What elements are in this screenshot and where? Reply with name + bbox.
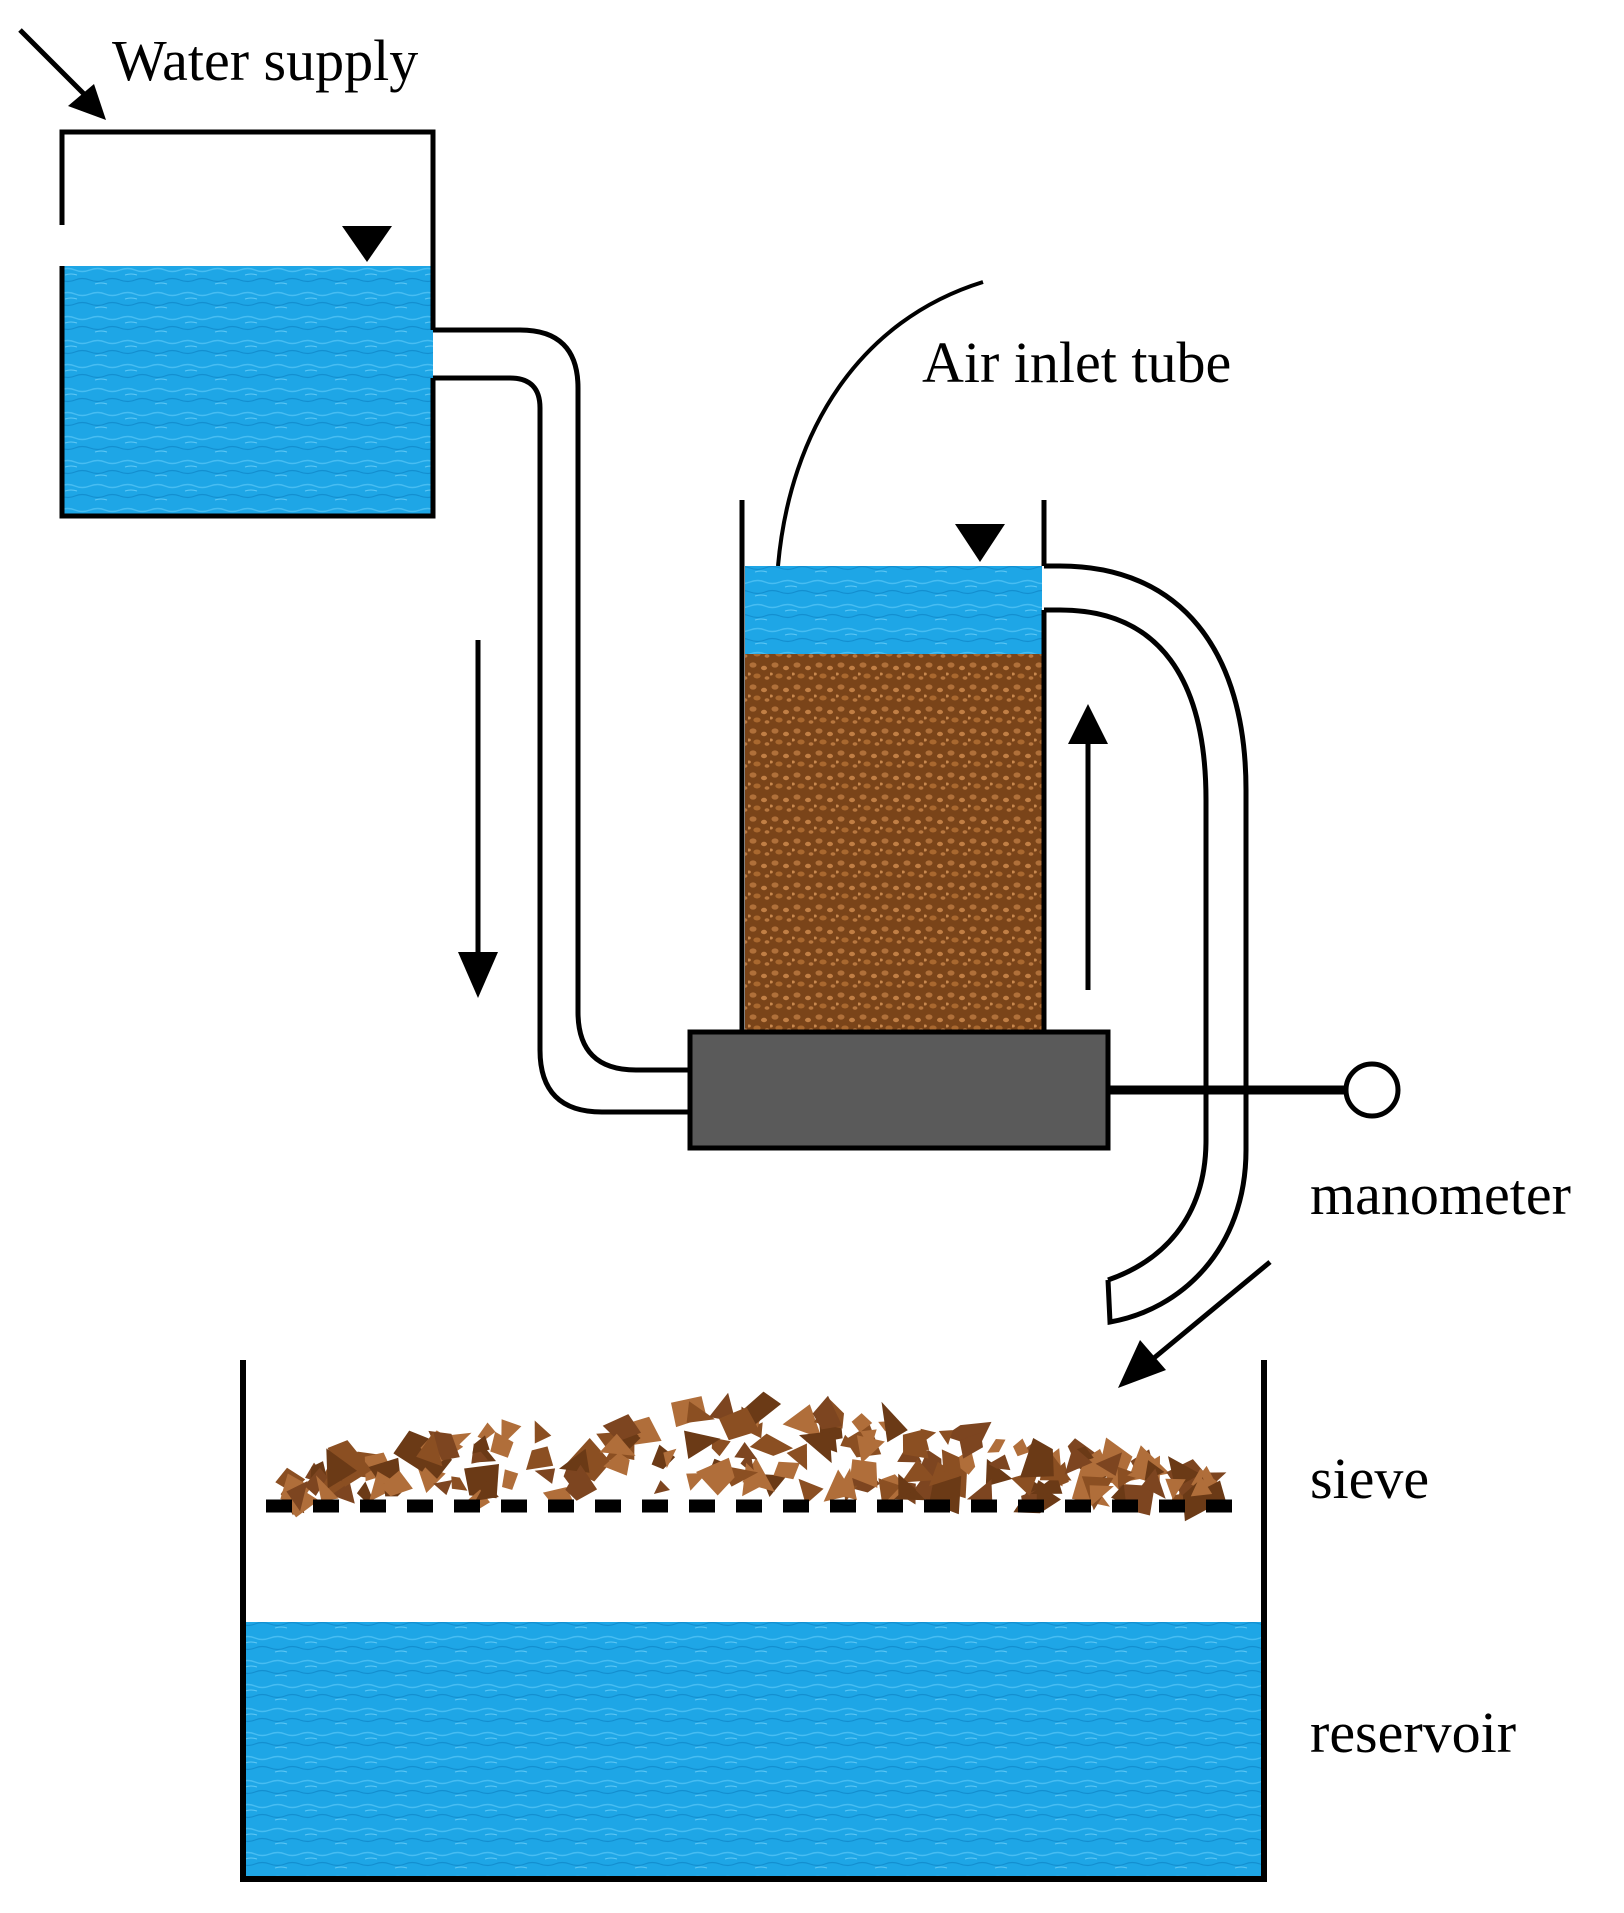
soil-fragment bbox=[798, 1478, 824, 1505]
sieve-label: sieve bbox=[1310, 1446, 1429, 1511]
soil-fragment bbox=[327, 1440, 372, 1487]
column-water bbox=[745, 566, 1042, 654]
soil-fragment bbox=[653, 1480, 670, 1494]
soil-fragment bbox=[878, 1478, 901, 1506]
soil-fragment bbox=[477, 1422, 496, 1440]
soil-fragment bbox=[380, 1470, 413, 1497]
water-supply-arrow-icon bbox=[18, 28, 106, 120]
soil-fragment bbox=[941, 1449, 962, 1476]
reservoir-wall bbox=[240, 1360, 1267, 1882]
soil-fragment bbox=[1013, 1438, 1030, 1457]
soil-fragment bbox=[326, 1448, 357, 1489]
soil-fragment bbox=[719, 1407, 760, 1441]
soil-fragment bbox=[928, 1461, 960, 1487]
supply-tank-wall bbox=[59, 129, 436, 519]
soil-fragment bbox=[304, 1467, 328, 1496]
manometer-gauge-icon bbox=[1343, 1061, 1401, 1119]
soil-fragment bbox=[534, 1420, 552, 1444]
soil-sample bbox=[745, 654, 1042, 1031]
soil-fragment bbox=[959, 1432, 983, 1459]
reservoir-water bbox=[246, 1622, 1261, 1876]
soil-fragment bbox=[684, 1430, 721, 1459]
soil-fragment bbox=[428, 1430, 460, 1461]
soil-fragment bbox=[1141, 1468, 1166, 1499]
base-block bbox=[687, 1029, 1111, 1151]
soil-fragment bbox=[902, 1429, 929, 1459]
soil-fragment bbox=[416, 1432, 443, 1467]
soil-fragment bbox=[602, 1414, 641, 1442]
soil-fragment bbox=[599, 1433, 636, 1456]
soil-fragment bbox=[603, 1452, 630, 1476]
soil-fragment bbox=[490, 1431, 514, 1458]
soil-fragment bbox=[559, 1448, 590, 1473]
soil-fragment bbox=[799, 1431, 832, 1464]
soil-fragment bbox=[840, 1434, 859, 1450]
soil-fragment bbox=[734, 1442, 758, 1460]
soil-fragment bbox=[786, 1443, 808, 1471]
soil-column bbox=[739, 500, 1047, 1032]
column-wall bbox=[739, 500, 1047, 1032]
soil-fragment bbox=[881, 1401, 908, 1443]
manometer bbox=[1108, 1061, 1401, 1119]
soil-fragment bbox=[901, 1459, 936, 1483]
soil-fragment bbox=[898, 1473, 917, 1499]
soil-fragment bbox=[966, 1479, 993, 1501]
soil-fragment bbox=[565, 1464, 598, 1501]
soil-fragment bbox=[938, 1430, 953, 1445]
soil-fragment bbox=[472, 1435, 490, 1454]
air-inlet-tube bbox=[776, 280, 984, 567]
soil-fragment bbox=[749, 1433, 794, 1456]
soil-fragment bbox=[696, 1457, 735, 1496]
soil-fragment bbox=[1165, 1478, 1186, 1500]
soil-fragment bbox=[1117, 1466, 1141, 1488]
soil-fragment bbox=[663, 1448, 677, 1469]
soil-fragment bbox=[1089, 1485, 1114, 1507]
soil-fragment bbox=[851, 1413, 873, 1433]
soil-fragment bbox=[451, 1476, 468, 1491]
manometer-label: manometer bbox=[1310, 1162, 1571, 1227]
upward-flow-arrow-icon bbox=[1068, 704, 1108, 990]
soil-fragment bbox=[988, 1454, 1011, 1471]
soil-fragment bbox=[850, 1459, 878, 1488]
outlet-pipe bbox=[1044, 563, 1249, 1325]
soil-fragment bbox=[987, 1439, 1006, 1453]
water-level-triangle-icon bbox=[342, 226, 392, 262]
inlet-pipe bbox=[433, 327, 690, 1115]
downward-flow-arrow-icon bbox=[458, 640, 498, 998]
soil-fragment bbox=[1020, 1438, 1054, 1478]
soil-fragment bbox=[651, 1444, 676, 1470]
soil-fragment bbox=[920, 1428, 937, 1443]
column-water-level-triangle-icon bbox=[955, 524, 1005, 562]
soil-fragment bbox=[433, 1480, 453, 1496]
soil-fragment bbox=[856, 1435, 885, 1464]
reservoir-label: reservoir bbox=[1310, 1700, 1516, 1765]
soil-fragment bbox=[1111, 1484, 1127, 1505]
air-inlet-tube-label: Air inlet tube bbox=[922, 330, 1231, 395]
outflow-arrow-icon bbox=[1118, 1260, 1272, 1388]
soil-fragment bbox=[1095, 1452, 1122, 1476]
soil-fragment bbox=[686, 1401, 715, 1423]
soil-fragment bbox=[951, 1449, 976, 1475]
reservoir bbox=[240, 1360, 1267, 1882]
soil-fragment bbox=[286, 1481, 308, 1512]
soil-fragment bbox=[356, 1481, 373, 1503]
soil-fragment bbox=[1190, 1475, 1213, 1497]
soil-fragment bbox=[782, 1404, 822, 1439]
soil-fragment bbox=[316, 1475, 339, 1502]
soil-fragment bbox=[526, 1446, 554, 1470]
soil-pile bbox=[275, 1391, 1227, 1522]
supply-tank-water bbox=[62, 266, 433, 516]
soil-fragment bbox=[709, 1392, 736, 1422]
soil-fragment bbox=[711, 1437, 731, 1457]
soil-fragment bbox=[773, 1461, 800, 1480]
soil-fragment bbox=[1064, 1446, 1093, 1475]
soil-fragment bbox=[475, 1481, 499, 1501]
water-supply-label: Water supply bbox=[112, 28, 418, 93]
soil-fragment bbox=[502, 1469, 519, 1490]
supply-tank bbox=[59, 129, 436, 519]
soil-fragment bbox=[812, 1395, 843, 1430]
soil-fragment bbox=[534, 1468, 556, 1484]
